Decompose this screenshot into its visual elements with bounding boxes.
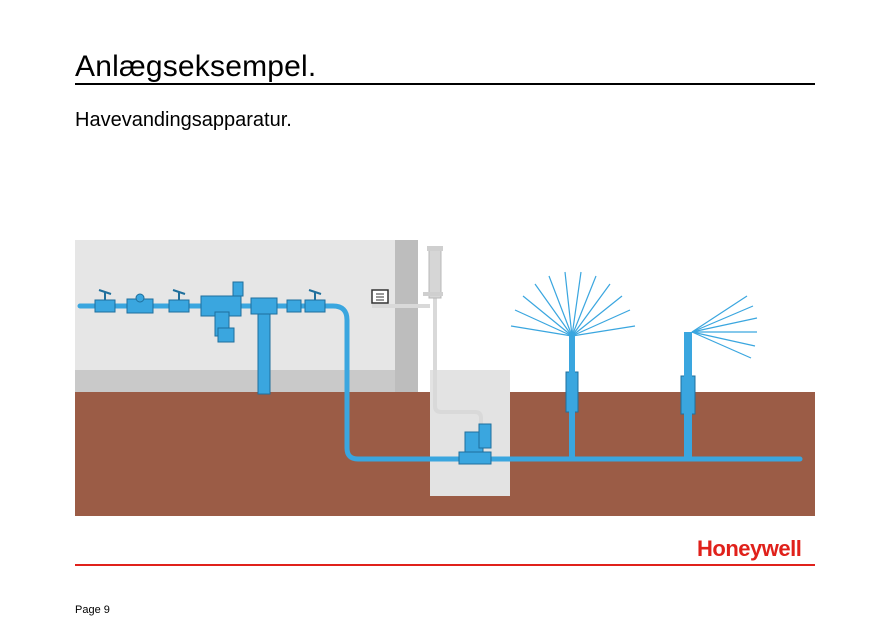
irrigation-diagram <box>75 240 815 516</box>
slide-subtitle: Havevandingsapparatur. <box>75 109 292 131</box>
valve-assembly <box>94 281 326 395</box>
honeywell-logo: Honeywell <box>697 536 802 561</box>
valve-handles <box>98 289 322 300</box>
control-cable <box>372 288 483 432</box>
pump <box>458 423 492 465</box>
page-number: Page 9 <box>75 604 110 616</box>
slide-title: Anlægseksempel. <box>75 50 317 83</box>
pop-up-sprinkler-left <box>510 271 636 458</box>
title-divider <box>75 83 815 85</box>
footer-divider <box>75 564 815 566</box>
rain-sensor <box>423 246 443 299</box>
pop-up-sprinkler-right <box>680 295 758 458</box>
control-box <box>371 289 389 304</box>
supply-pipe <box>77 303 803 462</box>
wall <box>75 240 418 392</box>
